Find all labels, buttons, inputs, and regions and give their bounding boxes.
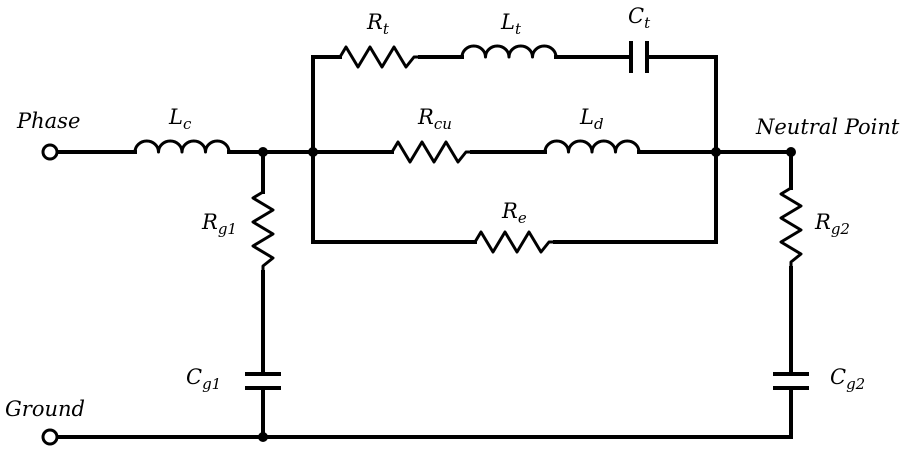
phase-terminal [41,143,59,161]
inductor-lt [460,44,558,59]
label-cg1: Cg1 [186,365,221,393]
ground-terminal [41,428,59,446]
phase-label: Phase [16,109,80,133]
label-rt: Rt [366,10,390,38]
label-ld: Ld [579,105,604,133]
label-rg1: Rg1 [201,210,237,238]
junction-node-branch-right [711,147,721,157]
junction-node-branch-left [308,147,318,157]
label-rg2: Rg2 [814,210,850,238]
label-rcu: Rcu [417,105,452,133]
inductor-lc [133,139,231,154]
inductor-ld [543,139,641,154]
neutral-point-label: Neutral Point [755,115,900,139]
label-cg2: Cg2 [830,365,865,393]
resistor-rg1 [251,190,275,274]
capacitor-ct [629,41,649,73]
label-ct: Ct [628,4,651,32]
capacitor-cg2 [773,372,809,390]
junction-node-ground [258,432,268,442]
junction-node-neutral [786,147,796,157]
capacitor-cg1 [245,372,281,390]
resistor-rt [338,45,422,69]
resistor-re [473,230,557,254]
junction-node-lc [258,147,268,157]
label-re: Re [501,199,527,227]
label-lt: Lt [500,10,522,38]
resistor-rcu [390,140,474,164]
label-lc: Lc [168,105,192,133]
ground-label: Ground [5,397,85,421]
resistor-rg2 [779,186,803,270]
